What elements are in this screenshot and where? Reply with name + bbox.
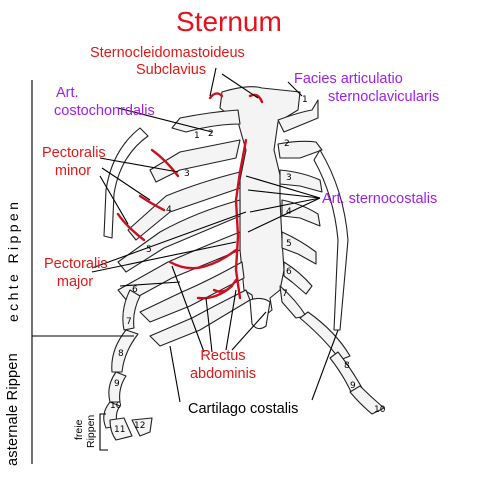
right-rib-4 <box>281 199 321 227</box>
right-rib-3 <box>279 169 323 193</box>
label-facies-line1: Facies articulatio <box>294 71 403 87</box>
side-label-freie: freie <box>73 419 85 440</box>
right-rib-5 <box>281 231 317 265</box>
side-label-echte-rippen: echte Rippen <box>5 198 21 322</box>
right-rib-6 <box>283 261 313 295</box>
subclavius-attachment <box>248 93 264 104</box>
left-rib-3 <box>127 171 241 241</box>
leader-cartilago-2 <box>311 329 339 401</box>
leader-pect-minor-1 <box>99 157 179 173</box>
rib-number-left-9: 9 <box>114 379 120 389</box>
leader-sterno-2 <box>247 189 321 199</box>
right-rib-10 <box>349 385 385 415</box>
leader-art-costo <box>117 107 213 133</box>
rib-number-left-6: 6 <box>132 285 138 295</box>
freie-bracket <box>99 413 108 451</box>
left-rib-6 <box>139 261 245 323</box>
sternocleidomastoideus-attachment <box>208 92 224 100</box>
leader-cartilago-1 <box>169 345 181 403</box>
leader-rectus-3 <box>225 289 237 351</box>
leader-subclavius <box>221 73 259 99</box>
leader-sterno-3 <box>249 197 321 213</box>
rib-number-right-6: 6 <box>286 267 292 277</box>
rib-number-right-7: 7 <box>282 289 288 299</box>
rib-number-left-4: 4 <box>166 205 172 215</box>
label-pectoralis-major-line2: major <box>56 273 94 290</box>
sternum-bone <box>219 86 301 319</box>
rectus-abdominis-attachment <box>212 278 238 293</box>
rib-number-right-9: 9 <box>350 381 356 391</box>
label-art-costochondralis-line1: Art. <box>56 85 79 101</box>
leader-rectus-1 <box>171 265 205 353</box>
label-facies-line2: sternoclavicularis <box>328 89 440 105</box>
side-label-rippen-small: Rippen <box>85 414 97 448</box>
diagram-title: Sternum <box>176 6 282 37</box>
left-rib-9 <box>108 371 127 403</box>
label-cartilago-costalis: Cartilago costalis <box>188 401 299 417</box>
leader-rectus-2 <box>205 297 213 353</box>
rib-number-left-5: 5 <box>146 245 152 255</box>
leader-sternocleido <box>209 67 217 97</box>
left-rib-outer-2 <box>122 289 141 331</box>
leader-pect-major-2 <box>91 241 237 273</box>
rib-number-left-1: 1 <box>194 131 200 141</box>
rib-number-right-10: 10 <box>374 405 386 415</box>
label-rectus-abdominis: Rectus abdominis <box>186 349 260 381</box>
rib-number-left-10: 10 <box>110 401 122 411</box>
label-sternocleidomastoideus: Sternocleidomastoideus <box>90 45 245 61</box>
rib-number-left-2: 2 <box>208 129 214 139</box>
label-pectoralis-minor: Pectoralis minor <box>42 145 106 179</box>
label-art-costochondralis-line2: costochonrdalis <box>54 103 155 119</box>
left-rib-11 <box>109 417 133 441</box>
right-rib-7 <box>279 285 307 319</box>
rib-number-left-8: 8 <box>118 349 124 359</box>
left-rib-12 <box>131 417 153 437</box>
leader-pect-minor-3 <box>99 175 129 225</box>
rib-number-right-1: 1 <box>302 95 308 105</box>
pectoralis-minor-attachment-2 <box>138 194 166 212</box>
leader-facies <box>287 81 303 97</box>
label-pectoralis-major-line1: Pectoralis <box>44 256 108 272</box>
xiphoid-process <box>249 297 271 330</box>
leader-sterno-1 <box>245 175 321 199</box>
right-rib-8 <box>299 311 351 361</box>
right-rib-outer <box>313 149 349 331</box>
rib-number-left-12: 12 <box>134 421 146 431</box>
pectoralis-major-attachment <box>234 138 248 300</box>
label-rectus-abdominis-line1: Rectus <box>200 348 246 364</box>
label-art-sternocostalis: Art. sternocostalis <box>322 191 438 207</box>
rib-number-left-3: 3 <box>184 169 190 179</box>
pectoralis-minor-attachment-3 <box>116 212 146 242</box>
rib-number-right-2: 2 <box>284 139 290 149</box>
leader-pect-major-1 <box>91 211 247 269</box>
label-subclavius: Subclavius <box>136 62 207 78</box>
left-rib-outer-1 <box>103 127 149 239</box>
label-pectoralis-major: Pectoralis major <box>44 256 108 290</box>
side-label-asternale-rippen: asternale Rippen <box>5 353 21 466</box>
label-rectus-abdominis-line2: abdominis <box>189 365 257 382</box>
left-rib-8 <box>111 329 139 373</box>
rib-number-right-8: 8 <box>344 361 350 371</box>
pectoralis-minor-attachment-1 <box>150 148 180 178</box>
right-rib-2 <box>277 140 323 159</box>
leader-rectus-4 <box>231 311 267 351</box>
rib-number-right-5: 5 <box>286 239 292 249</box>
leader-pect-major-3 <box>119 281 181 287</box>
pectoralis-major-lower <box>168 248 238 270</box>
left-rib-1 <box>171 109 241 133</box>
label-pectoralis-minor-line2: minor <box>54 162 92 179</box>
leader-sterno-4 <box>247 197 321 233</box>
label-pectoralis-minor-line1: Pectoralis <box>42 145 106 161</box>
rib-number-left-7: 7 <box>126 317 132 327</box>
rib-number-right-4: 4 <box>286 207 292 217</box>
leader-pect-minor-2 <box>101 167 151 201</box>
right-rib-1 <box>277 99 319 133</box>
rib-number-right-3: 3 <box>286 173 292 183</box>
rib-number-left-11: 11 <box>114 425 126 435</box>
